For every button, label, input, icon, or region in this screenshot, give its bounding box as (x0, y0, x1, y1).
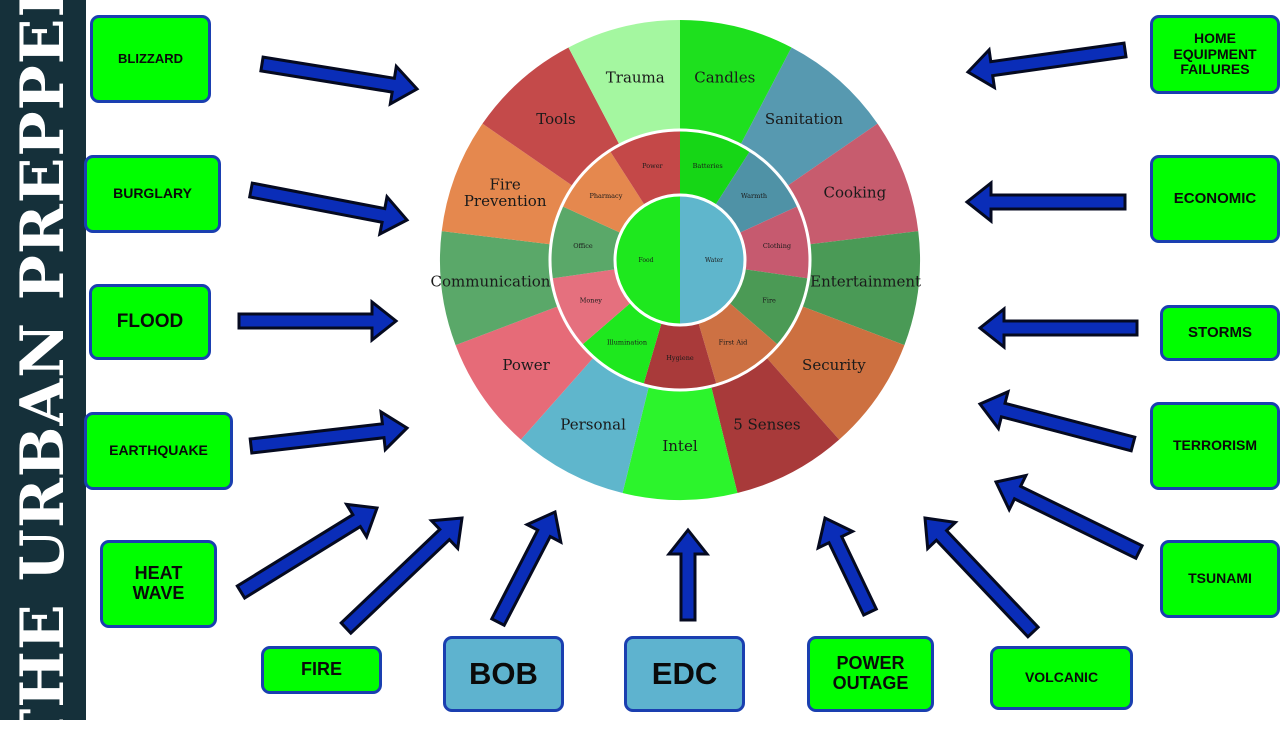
outer-segment-fire-prevention (441, 123, 574, 245)
arrow-burglary (247, 181, 410, 237)
arrow-flood (237, 298, 399, 344)
hazard-tsunami: TSUNAMI (1160, 540, 1280, 618)
center-label-water: Water (705, 257, 723, 264)
outer-label-power: Power (502, 356, 550, 374)
kit-edc: EDC (624, 636, 745, 712)
hazard-blizzard: BLIZZARD (90, 15, 211, 103)
outer-segment-power (455, 306, 594, 440)
hazard-power-outage: POWER OUTAGE (807, 636, 934, 712)
arrow-fire (339, 516, 464, 636)
arrow-edc (665, 527, 711, 622)
hazard-storms: STORMS (1160, 305, 1280, 361)
arrow-home-equipment-failures (965, 41, 1128, 91)
hazard-flood: FLOOD (89, 284, 211, 360)
middle-label-fire: Fire (762, 297, 776, 305)
arrow-economic (964, 179, 1127, 225)
arrow-storms (977, 305, 1139, 351)
outer-segment-personal (520, 357, 649, 494)
hazard-burglary: BURGLARY (84, 155, 221, 233)
ring-separator (613, 193, 747, 327)
middle-label-batteries: Batteries (693, 162, 723, 170)
middle-label-first-aid: First Aid (719, 338, 748, 346)
middle-segment-batteries (680, 130, 751, 206)
center-segment-water (680, 195, 745, 325)
middle-label-power: Power (642, 162, 663, 170)
middle-label-money: Money (580, 297, 603, 305)
middle-label-warmth: Warmth (741, 192, 767, 200)
middle-label-clothing: Clothing (763, 242, 791, 250)
outer-label-tools: Tools (536, 110, 575, 128)
outer-segment-candles (680, 20, 792, 145)
arrow-earthquake (248, 408, 410, 455)
middle-label-hygiene: Hygiene (666, 354, 694, 362)
outer-label-cooking: Cooking (823, 184, 886, 202)
hazard-earthquake: EARTHQUAKE (84, 412, 233, 490)
outer-label-candles: Candles (694, 68, 755, 86)
outer-segment-cooking (786, 123, 919, 245)
middle-label-illumination: Illumination (607, 338, 647, 346)
arrow-bob (489, 509, 563, 628)
ring-separator (548, 128, 812, 392)
outer-segment-5-senses (711, 357, 840, 494)
middle-label-office: Office (573, 242, 593, 250)
hazard-terrorism: TERRORISM (1150, 402, 1280, 490)
hazard-volcanic: VOLCANIC (990, 646, 1133, 710)
arrow-blizzard (259, 55, 420, 107)
outer-segment-intel (622, 386, 738, 501)
outer-label-communications: Communications (431, 273, 559, 291)
outer-segment-security (766, 306, 905, 440)
middle-segment-office (550, 205, 621, 279)
kit-bob: BOB (443, 636, 564, 712)
outer-segment-entertainment (801, 231, 920, 346)
outer-segment-tools (482, 47, 620, 187)
outer-label-trauma: Trauma (606, 68, 665, 86)
middle-segment-pharmacy (561, 150, 645, 233)
arrow-heat-wave (235, 502, 380, 601)
middle-segment-warmth (715, 150, 799, 233)
middle-segment-hygiene (643, 322, 717, 391)
middle-segment-money (551, 269, 631, 346)
outer-segment-sanitation (740, 47, 878, 187)
arrow-terrorism (977, 389, 1137, 453)
outer-label-entertainment: Entertainment (810, 273, 921, 291)
outer-segment-trauma (568, 20, 680, 145)
center-label-food: Food (639, 257, 654, 264)
outer-label-intel: Intel (662, 437, 697, 455)
arrow-tsunami (993, 473, 1145, 561)
outer-segment-communications (440, 231, 559, 346)
middle-segment-fire (729, 269, 809, 346)
outer-label-personal: Personal (560, 416, 626, 434)
hazard-heat-wave: HEAT WAVE (100, 540, 217, 628)
middle-segment-illumination (581, 302, 662, 385)
outer-label-sanitation: Sanitation (765, 110, 844, 128)
arrow-volcanic (923, 516, 1041, 639)
outer-label-security: Security (802, 356, 866, 374)
wheel-chart: CandlesSanitationCookingEntertainmentSec… (431, 20, 921, 501)
sidebar-banner: THE URBAN PREPPER (0, 0, 86, 753)
middle-segment-clothing (739, 205, 810, 279)
arrow-power-outage (816, 515, 879, 617)
outer-label-5-senses: 5 Senses (733, 416, 800, 434)
middle-segment-power (609, 130, 680, 206)
middle-segment-first-aid (698, 302, 779, 385)
hazard-economic: ECONOMIC (1150, 155, 1280, 243)
hazard-fire: FIRE (261, 646, 382, 694)
middle-label-pharmacy: Pharmacy (589, 192, 622, 200)
arrows-group (235, 41, 1145, 639)
hazard-home-equipment-failures: HOME EQUIPMENT FAILURES (1150, 15, 1280, 94)
center-segment-food (615, 195, 680, 325)
prepper-diagram: CandlesSanitationCookingEntertainmentSec… (235, 20, 1145, 639)
